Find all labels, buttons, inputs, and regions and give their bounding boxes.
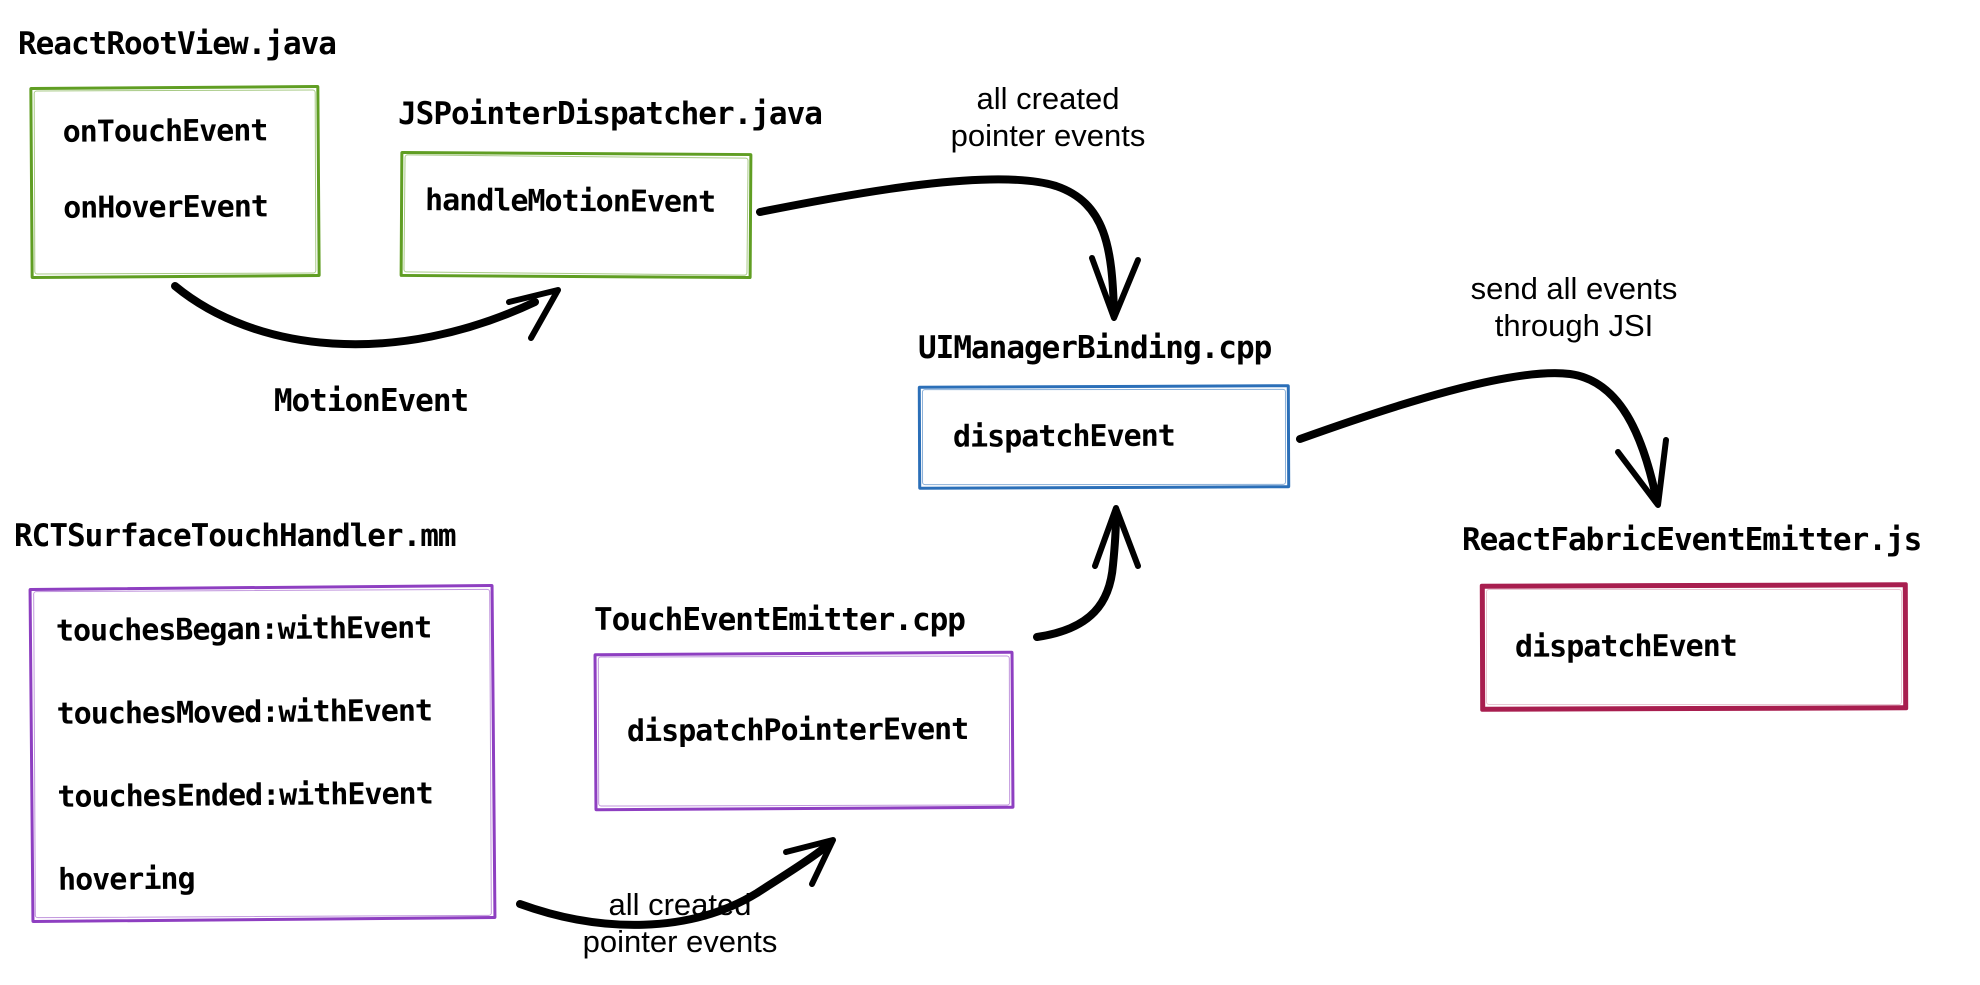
label-line: pointer events [950, 118, 1146, 153]
arrow-created-pointer-events-top [756, 175, 1141, 321]
method-on-touch-event: onTouchEvent [62, 113, 268, 150]
method-dispatch-pointer-event: dispatchPointerEvent [626, 711, 969, 750]
method-on-hover-event: onHoverEvent [63, 189, 269, 226]
box-react-fabric-event-emitter: dispatchEvent [1479, 582, 1909, 712]
box-react-root-view: onTouchEvent onHoverEvent [29, 84, 321, 280]
label-all-created-pointer-events-bottom: all created pointer events [530, 886, 830, 960]
box-touch-event-emitter: dispatchPointerEvent [593, 650, 1015, 812]
arrow-dispatch-to-binding [1033, 505, 1141, 641]
method-hovering: hovering [57, 861, 195, 898]
label-all-created-pointer-events-top: all created pointer events [898, 80, 1198, 154]
title-ui-manager-binding: UIManagerBinding.cpp [918, 330, 1272, 366]
title-react-root-view: ReactRootView.java [18, 26, 337, 62]
label-motion-event: MotionEvent [273, 383, 469, 419]
arrow-motion-event [171, 282, 561, 349]
box-ui-manager-binding: dispatchEvent [917, 384, 1291, 490]
label-line: send all events [1470, 271, 1678, 306]
arrow-send-through-jsi [1296, 369, 1669, 508]
title-touch-event-emitter: TouchEventEmitter.cpp [594, 602, 966, 638]
box-js-pointer-dispatcher: handleMotionEvent [399, 150, 753, 280]
method-touches-moved: touchesMoved:withEvent [56, 693, 433, 732]
method-dispatch-event-emitter: dispatchEvent [1514, 628, 1737, 665]
title-js-pointer-dispatcher: JSPointerDispatcher.java [398, 96, 823, 132]
method-dispatch-event-binding: dispatchEvent [952, 418, 1175, 455]
label-line: all created [608, 887, 752, 922]
label-line: through JSI [1494, 308, 1654, 343]
title-react-fabric-event-emitter: ReactFabricEventEmitter.js [1462, 522, 1922, 558]
box-rct-surface-touch-handler: touchesBegan:withEvent touchesMoved:with… [28, 583, 497, 924]
label-line: pointer events [582, 924, 778, 959]
label-send-all-events-through-jsi: send all events through JSI [1424, 270, 1724, 344]
method-handle-motion-event: handleMotionEvent [424, 183, 716, 220]
method-touches-began: touchesBegan:withEvent [55, 610, 432, 649]
label-line: all created [976, 81, 1120, 116]
title-rct-surface-touch-handler: RCTSurfaceTouchHandler.mm [14, 518, 457, 554]
method-touches-ended: touchesEnded:withEvent [57, 776, 433, 815]
